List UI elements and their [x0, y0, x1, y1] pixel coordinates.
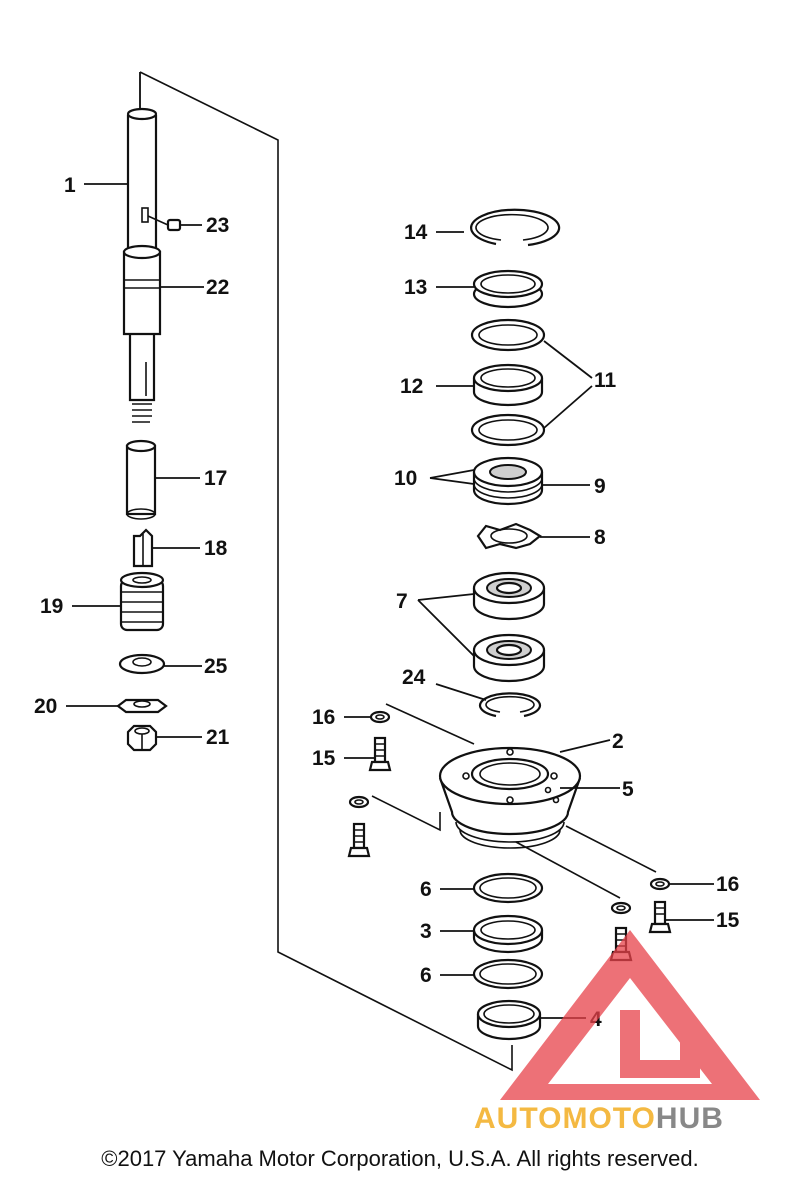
- callout-20: 20: [34, 695, 57, 718]
- part-13-ring: [472, 269, 544, 309]
- part-20-tab-washer: [116, 698, 168, 714]
- callout-16-left: 16: [312, 706, 335, 729]
- callout-1: 1: [64, 174, 76, 197]
- part-6-seal-lower: [472, 958, 544, 990]
- part-16-washer-right-lower: [610, 901, 632, 915]
- callout-16-right: 16: [716, 873, 739, 896]
- callout-19: 19: [40, 595, 63, 618]
- part-16-washer-right-upper: [649, 877, 671, 891]
- callout-24: 24: [402, 666, 426, 689]
- part-11-shim-upper: [470, 318, 546, 352]
- callout-18: 18: [204, 537, 228, 560]
- watermark-part2: HUB: [656, 1102, 724, 1135]
- part-3-seal: [472, 914, 544, 954]
- callout-17: 17: [204, 467, 227, 490]
- automotohub-logo-icon: [500, 930, 760, 1100]
- part-6-seal-upper: [472, 872, 544, 904]
- part-15-bolt-right-upper: [648, 900, 672, 934]
- callout-21: 21: [206, 726, 230, 749]
- part-7-bearing-lower: [472, 633, 546, 683]
- callout-7: 7: [396, 590, 408, 613]
- callout-5: 5: [622, 778, 634, 801]
- watermark-part1: AUTOMOTO: [474, 1102, 656, 1135]
- callout-13: 13: [404, 276, 427, 299]
- copyright-footer: ©2017 Yamaha Motor Corporation, U.S.A. A…: [101, 1146, 699, 1171]
- assembly-bracket-path: [139, 71, 513, 1072]
- part-21-nut: [126, 724, 158, 752]
- callout-3: 3: [420, 920, 432, 943]
- callout-25: 25: [204, 655, 228, 678]
- part-22-sleeve: [122, 244, 162, 336]
- callout-14: 14: [404, 221, 428, 244]
- callout-8: 8: [594, 526, 606, 549]
- part-9-bearing-housing: [472, 456, 544, 506]
- part-16-washer-left-lower: [348, 795, 370, 809]
- part-15-bolt-left-upper: [368, 736, 392, 772]
- part-25-washer: [118, 653, 166, 675]
- callout-2: 2: [612, 730, 624, 753]
- part-11-shim-lower: [470, 413, 546, 447]
- watermark-brand: AUTOMOTOHUB: [474, 1102, 724, 1135]
- part-15-bolt-left-lower: [347, 822, 371, 858]
- callout-15-left: 15: [312, 747, 336, 770]
- part-18-clip: [132, 528, 154, 568]
- callout-12: 12: [400, 375, 423, 398]
- callout-6-upper: 6: [420, 878, 432, 901]
- callout-23: 23: [206, 214, 229, 237]
- part-2-housing: [438, 746, 582, 849]
- part-12-race: [472, 363, 544, 407]
- part-8-tab-washer: [476, 522, 542, 550]
- callout-6-lower: 6: [420, 964, 432, 987]
- part-24-circlip: [478, 692, 542, 718]
- part-17-rod: [125, 439, 157, 520]
- part-19-spring: [119, 571, 165, 632]
- callout-22: 22: [206, 276, 229, 299]
- part-4-bushing: [476, 999, 542, 1041]
- callout-9: 9: [594, 475, 606, 498]
- callout-15-right: 15: [716, 909, 740, 932]
- callout-10: 10: [394, 467, 417, 490]
- callout-11: 11: [594, 369, 617, 392]
- part-16-washer-left-upper: [369, 710, 391, 724]
- part-14-circlip: [470, 208, 561, 247]
- part-7-bearing-upper: [472, 571, 546, 621]
